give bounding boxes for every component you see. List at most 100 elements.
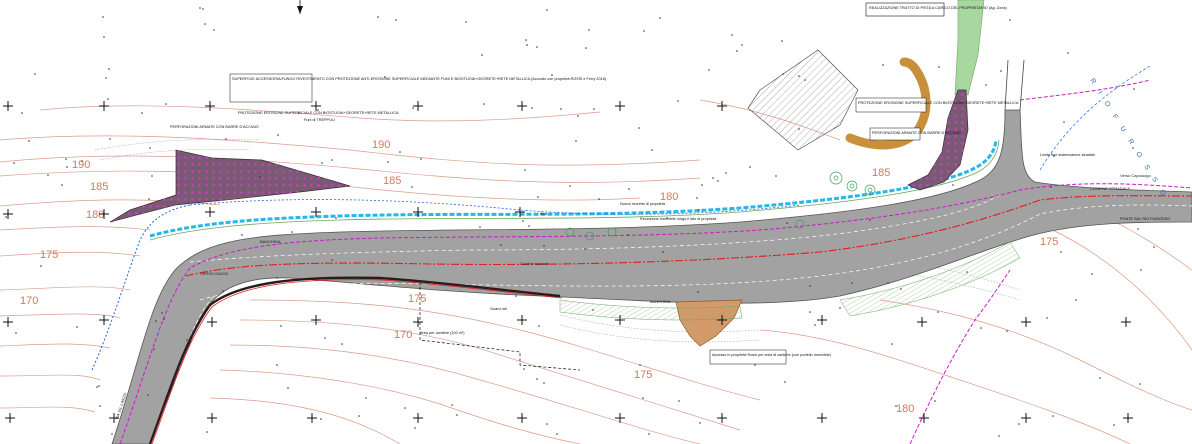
- spot-elevation-point: [1132, 147, 1134, 149]
- spot-elevation-point: [276, 364, 278, 366]
- spot-elevation-point: [585, 47, 587, 49]
- spot-elevation-point: [725, 172, 727, 174]
- road-label: CONFINE STRADALE: [1090, 186, 1131, 191]
- callout-accesso-text: Accesso in proprietà Rossi per area di c…: [712, 353, 832, 357]
- spot-elevation-point: [538, 325, 540, 327]
- spot-elevation-point: [13, 162, 15, 164]
- spot-elevation-point: [966, 271, 968, 273]
- spot-elevation-point: [588, 29, 590, 31]
- callout-protezione-dx-text: PROTEZIONE EROSIONE SUPERFICIALE CON BIO…: [858, 101, 1019, 105]
- spot-elevation-point: [525, 39, 527, 41]
- spot-elevation-point: [151, 175, 153, 177]
- spot-elevation-point: [107, 98, 109, 100]
- spot-elevation-point: [678, 400, 680, 402]
- spot-elevation-point: [320, 418, 322, 420]
- top-callout-text: REALIZZAZIONE TRATTO DI PISTA A CARICO D…: [869, 6, 1007, 10]
- spot-elevation-point: [551, 74, 553, 76]
- terrain-contours: [0, 99, 1192, 444]
- spot-elevation-point: [395, 19, 397, 21]
- spot-elevation-point: [934, 400, 936, 402]
- callout-protezione-dx: PROTEZIONE EROSIONE SUPERFICIALE CON BIO…: [855, 97, 1019, 113]
- spot-elevation-point: [204, 23, 206, 25]
- spot-elevation-point: [291, 231, 293, 233]
- spot-elevation-point: [1009, 19, 1011, 21]
- property-line-magenta-3: [1019, 79, 1151, 101]
- spot-elevation-point: [952, 184, 954, 186]
- callout-perforazioni-dx-text: PERFORAZIONI ARMATE CON BARRE D'ACCIAIO: [872, 131, 961, 135]
- spot-elevation-point: [76, 326, 78, 328]
- spot-elevation-point: [775, 175, 777, 177]
- spot-elevation-point: [543, 382, 545, 384]
- grid-cross-icon: [413, 101, 423, 111]
- track-strip: [954, 0, 985, 96]
- grid-cross-icon: [207, 413, 217, 423]
- callout-treppoli: Funi di TREPPOLI: [304, 118, 335, 122]
- spot-elevation-point: [377, 16, 379, 18]
- spot-elevation-point: [523, 368, 525, 370]
- callout-supporti-text: SUPERFICIE ACCESSORIA/FUNGO RIVESTIMENTO…: [232, 77, 607, 81]
- spot-elevation-point: [666, 217, 668, 219]
- grid-cross-icon: [205, 207, 215, 217]
- grid-cross-icon: [207, 317, 217, 327]
- spot-elevation-point: [149, 147, 151, 149]
- erosion-protection-right: [907, 89, 969, 191]
- contour-label: 175: [1040, 236, 1058, 248]
- grid-cross-icon: [517, 101, 527, 111]
- building: [747, 49, 859, 151]
- callout-perforazioni-dx: PERFORAZIONI ARMATE CON BARRE D'ACCIAIO: [869, 127, 961, 141]
- contour-label: 180: [660, 191, 678, 203]
- spot-elevation-point: [384, 76, 386, 78]
- spot-elevation-point: [528, 225, 530, 227]
- erosion-protection-left: [109, 149, 351, 223]
- spot-elevation-point: [804, 79, 806, 81]
- spot-elevation-point: [531, 107, 533, 109]
- spot-elevation-point: [103, 36, 105, 38]
- property-boundary-dashed: [419, 282, 581, 371]
- grid-cross-icon: [99, 315, 109, 325]
- spot-elevation-point: [213, 29, 215, 31]
- spot-elevation-point: [1060, 251, 1062, 253]
- spot-elevation-point: [147, 394, 149, 396]
- spot-elevation-point: [536, 46, 538, 48]
- spot-elevation-point: [900, 288, 902, 290]
- spot-elevation-point: [536, 378, 538, 380]
- spot-elevation-point: [206, 431, 208, 433]
- callout-recinzione: Recinzione rimovibile lungo il lato di p…: [640, 217, 717, 221]
- grid-cross-icon: [917, 317, 927, 327]
- spot-elevation-point: [102, 16, 104, 18]
- spot-elevation-point: [111, 433, 113, 435]
- spot-elevation-point: [331, 159, 333, 161]
- spot-elevation-point: [593, 108, 595, 110]
- spot-elevation-point: [592, 309, 594, 311]
- spot-elevation-point: [298, 112, 300, 114]
- spot-elevation-point: [575, 140, 577, 142]
- spot-elevation-point: [651, 149, 653, 151]
- spot-elevation-point: [317, 109, 319, 111]
- grid-cross-icon: [311, 207, 321, 217]
- spot-elevation-point: [537, 196, 539, 198]
- spot-elevation-point: [659, 17, 661, 19]
- contour-label: 170: [20, 295, 38, 307]
- grid-cross-icon: [517, 413, 527, 423]
- spot-elevation-point: [199, 7, 201, 9]
- spot-elevation-point: [882, 64, 884, 66]
- spot-elevation-point: [331, 259, 333, 261]
- spot-elevation-point: [560, 108, 562, 110]
- spot-elevation-point: [1139, 383, 1141, 385]
- spot-elevation-point: [1099, 377, 1101, 379]
- grid-cross-icon: [307, 413, 317, 423]
- spot-elevation-point: [277, 134, 279, 136]
- grid-cross-icon: [311, 315, 321, 325]
- spot-elevation-point: [324, 337, 326, 339]
- spot-elevation-point: [34, 73, 36, 75]
- spot-elevation-point: [1075, 299, 1077, 301]
- spot-elevation-point: [522, 220, 524, 222]
- grid-cross-icon: [109, 413, 119, 423]
- grid-cross-icon: [311, 101, 321, 111]
- spot-elevation-point: [628, 188, 630, 190]
- grid-markers: [3, 101, 1133, 423]
- spot-elevation-point: [1018, 423, 1020, 425]
- spot-elevation-point: [1140, 269, 1142, 271]
- spot-elevation-point: [697, 291, 699, 293]
- callout-perforazioni: PERFORAZIONI ARMATE CON BARRE D'ACCIAIO: [170, 125, 259, 129]
